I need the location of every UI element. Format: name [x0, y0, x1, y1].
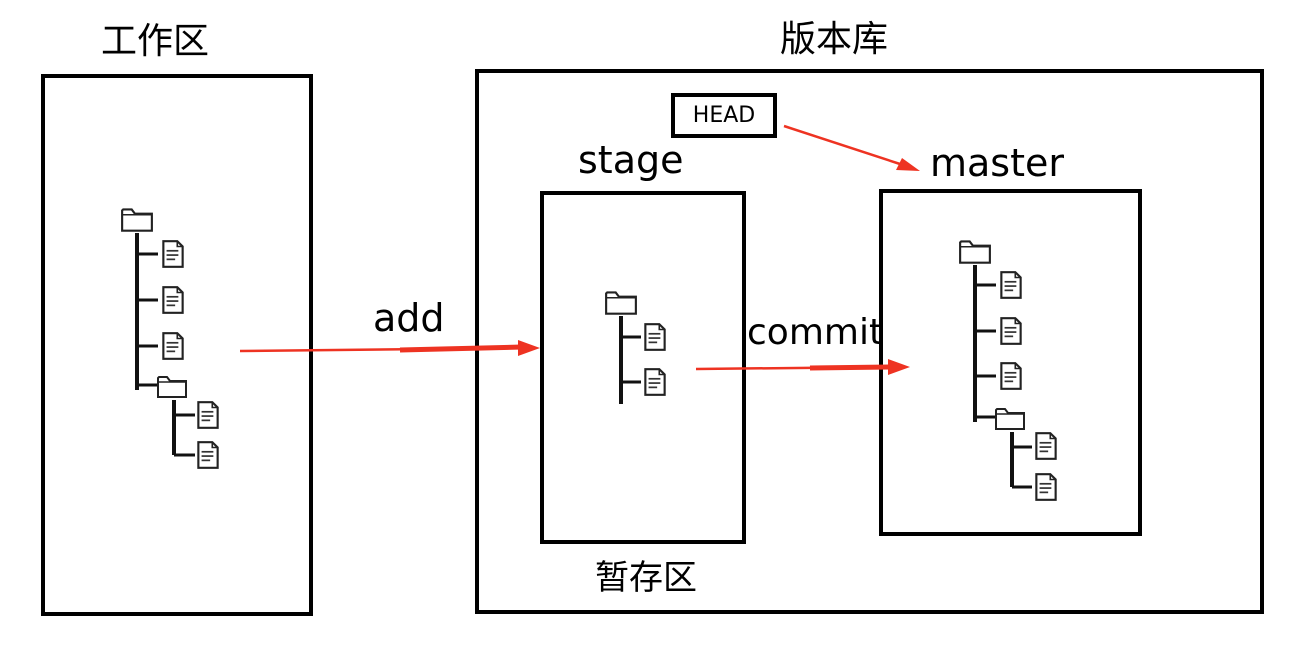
- folder-icon: [121, 208, 153, 232]
- add-label: add: [373, 296, 445, 340]
- stage-caption: 暂存区: [595, 558, 697, 598]
- repository-box: [475, 69, 1264, 614]
- working-tree: [121, 208, 219, 469]
- file-icon: [1035, 473, 1057, 501]
- add-arrow: [239, 340, 540, 356]
- head-label: HEAD: [692, 103, 756, 128]
- file-icon: [197, 401, 219, 429]
- commit-label: commit: [747, 312, 884, 353]
- working-area-box: [41, 74, 313, 616]
- folder-icon: [959, 240, 991, 264]
- stage-label: stage: [578, 138, 684, 182]
- master-tree: [959, 240, 1057, 501]
- head-pointer: HEAD: [671, 93, 777, 138]
- file-icon: [162, 286, 184, 314]
- stage-tree: [605, 291, 666, 404]
- repository-title: 版本库: [780, 19, 889, 60]
- commit-arrow: [695, 359, 910, 375]
- master-label: master: [930, 141, 1065, 185]
- file-icon: [644, 323, 666, 351]
- file-icon: [162, 240, 184, 268]
- folder-icon: [605, 291, 637, 315]
- file-icon: [644, 368, 666, 396]
- file-icon: [1000, 271, 1022, 299]
- file-icon: [1000, 317, 1022, 345]
- head-to-master-arrow: [783, 124, 920, 171]
- folder-icon: [156, 375, 188, 399]
- master-box: [879, 189, 1142, 536]
- file-icon: [1000, 362, 1022, 390]
- file-icon: [197, 441, 219, 469]
- file-icon: [162, 332, 184, 360]
- working-area-title: 工作区: [101, 21, 210, 62]
- folder-icon: [994, 407, 1026, 431]
- file-icon: [1035, 432, 1057, 460]
